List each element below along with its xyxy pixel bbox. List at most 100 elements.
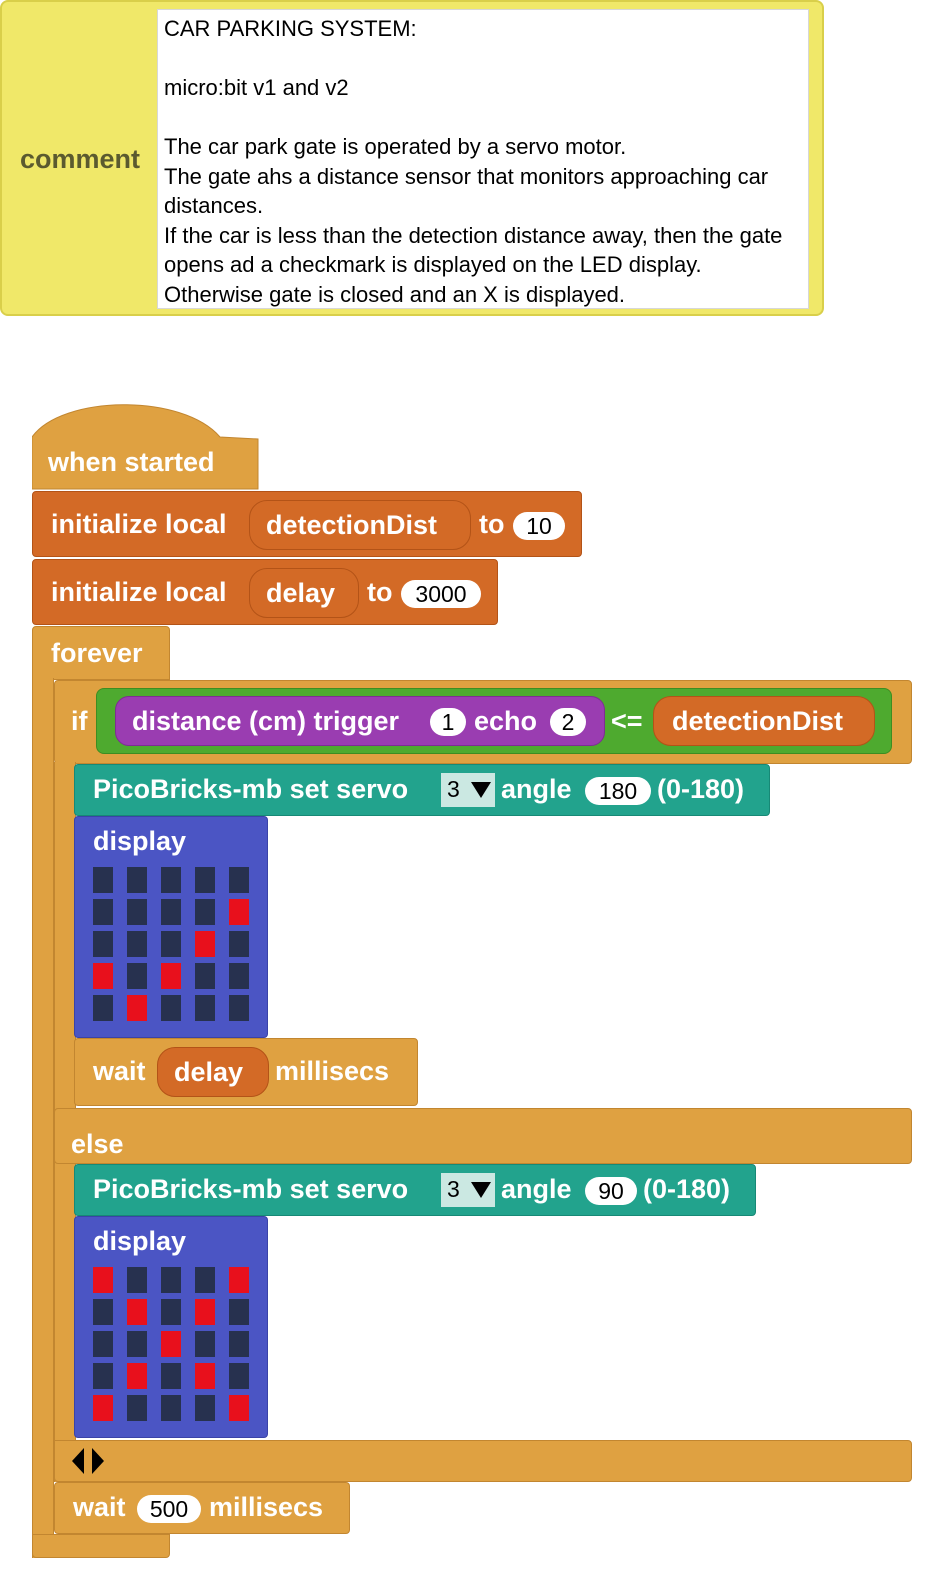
var-name: detectionDist [266, 510, 438, 540]
led-r1c4[interactable] [229, 899, 249, 925]
compare-var-block[interactable]: detectionDist [653, 696, 875, 746]
led-r2c0[interactable] [93, 931, 113, 957]
comment-text[interactable]: CAR PARKING SYSTEM: micro:bit v1 and v2 … [157, 9, 809, 309]
led-grid[interactable] [93, 867, 251, 1025]
when-started-label: when started [48, 447, 215, 477]
hat-shape [32, 404, 259, 490]
led-r3c0[interactable] [93, 963, 113, 989]
led-r3c4[interactable] [229, 963, 249, 989]
led-r3c2[interactable] [161, 963, 181, 989]
wait-var-block[interactable]: delay [157, 1047, 269, 1097]
servo-number-dropdown[interactable]: 3 [441, 1173, 495, 1207]
led-r1c3[interactable] [195, 899, 215, 925]
display-x-block[interactable]: display [74, 1216, 268, 1438]
led-r3c3[interactable] [195, 1363, 215, 1389]
echo-pin-input[interactable]: 2 [550, 708, 586, 736]
led-r2c3[interactable] [195, 1331, 215, 1357]
echo-label: echo [474, 706, 538, 736]
comment-label: comment [20, 144, 141, 174]
led-r2c4[interactable] [229, 1331, 249, 1357]
wait-label: wait [93, 1056, 146, 1086]
servo-number: 3 [447, 1176, 460, 1202]
led-r0c4[interactable] [229, 867, 249, 893]
led-r1c2[interactable] [161, 899, 181, 925]
led-r1c4[interactable] [229, 1299, 249, 1325]
led-r2c1[interactable] [127, 931, 147, 957]
led-r3c2[interactable] [161, 1363, 181, 1389]
set-servo-180-block[interactable]: PicoBricks-mb set servo 3 angle 180 (0-1… [74, 764, 770, 816]
comment-block[interactable]: comment CAR PARKING SYSTEM: micro:bit v1… [0, 0, 824, 316]
forever-block[interactable]: forever [32, 626, 170, 680]
led-r2c2[interactable] [161, 931, 181, 957]
distance-sensor-block[interactable]: distance (cm) trigger 1 echo 2 [115, 696, 605, 746]
led-r1c1[interactable] [127, 1299, 147, 1325]
led-r3c1[interactable] [127, 963, 147, 989]
led-r0c3[interactable] [195, 1267, 215, 1293]
var-name-field[interactable]: detectionDist [249, 500, 471, 550]
set-servo-90-block[interactable]: PicoBricks-mb set servo 3 angle 90 (0-18… [74, 1164, 756, 1216]
led-r4c4[interactable] [229, 1395, 249, 1421]
led-r0c0[interactable] [93, 867, 113, 893]
led-r4c1[interactable] [127, 995, 147, 1021]
detectiondist-value-input[interactable]: 10 [513, 512, 565, 540]
init-label: initialize local [51, 577, 227, 607]
led-r0c1[interactable] [127, 1267, 147, 1293]
led-r1c1[interactable] [127, 899, 147, 925]
led-r4c1[interactable] [127, 1395, 147, 1421]
led-r3c0[interactable] [93, 1363, 113, 1389]
servo-label: PicoBricks-mb set servo [93, 1174, 409, 1204]
chevron-down-icon [471, 1182, 491, 1198]
var-name-field[interactable]: delay [249, 568, 359, 618]
init-local-detectiondist-block[interactable]: initialize local detectionDist to 10 [32, 491, 582, 557]
led-r2c3[interactable] [195, 931, 215, 957]
led-r3c4[interactable] [229, 1363, 249, 1389]
servo-label: PicoBricks-mb set servo [93, 774, 409, 804]
led-r4c0[interactable] [93, 995, 113, 1021]
if-label: if [71, 706, 88, 736]
led-r0c2[interactable] [161, 867, 181, 893]
led-r4c3[interactable] [195, 995, 215, 1021]
init-label: initialize local [51, 509, 227, 539]
range-label: (0-180) [657, 774, 745, 804]
led-r1c2[interactable] [161, 1299, 181, 1325]
led-r1c0[interactable] [93, 899, 113, 925]
led-r3c3[interactable] [195, 963, 215, 989]
led-r1c3[interactable] [195, 1299, 215, 1325]
led-r0c0[interactable] [93, 1267, 113, 1293]
wait-value-input[interactable]: 500 [137, 1495, 201, 1523]
led-r2c1[interactable] [127, 1331, 147, 1357]
led-r0c3[interactable] [195, 867, 215, 893]
var-name: delay [266, 578, 336, 608]
trigger-pin-input[interactable]: 1 [430, 708, 466, 736]
wait-label: wait [73, 1492, 126, 1522]
led-r4c3[interactable] [195, 1395, 215, 1421]
when-started-hat[interactable]: when started [32, 401, 260, 491]
delay-value-input[interactable]: 3000 [401, 580, 481, 608]
compare-block[interactable]: distance (cm) trigger 1 echo 2 <= detect… [96, 688, 892, 754]
led-r1c0[interactable] [93, 1299, 113, 1325]
led-r2c4[interactable] [229, 931, 249, 957]
mutator-arrows-icon[interactable] [70, 1446, 110, 1476]
forever-bottom [32, 1534, 170, 1558]
if-bottom [54, 1440, 912, 1482]
led-r2c0[interactable] [93, 1331, 113, 1357]
led-r2c2[interactable] [161, 1331, 181, 1357]
led-r0c2[interactable] [161, 1267, 181, 1293]
wait-delay-block[interactable]: wait delay millisecs [74, 1038, 418, 1106]
angle-input[interactable]: 90 [585, 1177, 637, 1205]
led-r4c2[interactable] [161, 995, 181, 1021]
wait-500-block[interactable]: wait 500 millisecs [54, 1482, 350, 1534]
display-checkmark-block[interactable]: display [74, 816, 268, 1038]
led-r4c4[interactable] [229, 995, 249, 1021]
led-r0c4[interactable] [229, 1267, 249, 1293]
led-r3c1[interactable] [127, 1363, 147, 1389]
servo-number-dropdown[interactable]: 3 [441, 773, 495, 807]
led-grid[interactable] [93, 1267, 251, 1425]
compare-operator[interactable]: <= [611, 706, 643, 736]
led-r4c2[interactable] [161, 1395, 181, 1421]
angle-input[interactable]: 180 [585, 777, 651, 805]
to-label: to [367, 577, 393, 607]
init-local-delay-block[interactable]: initialize local delay to 3000 [32, 559, 498, 625]
led-r0c1[interactable] [127, 867, 147, 893]
led-r4c0[interactable] [93, 1395, 113, 1421]
